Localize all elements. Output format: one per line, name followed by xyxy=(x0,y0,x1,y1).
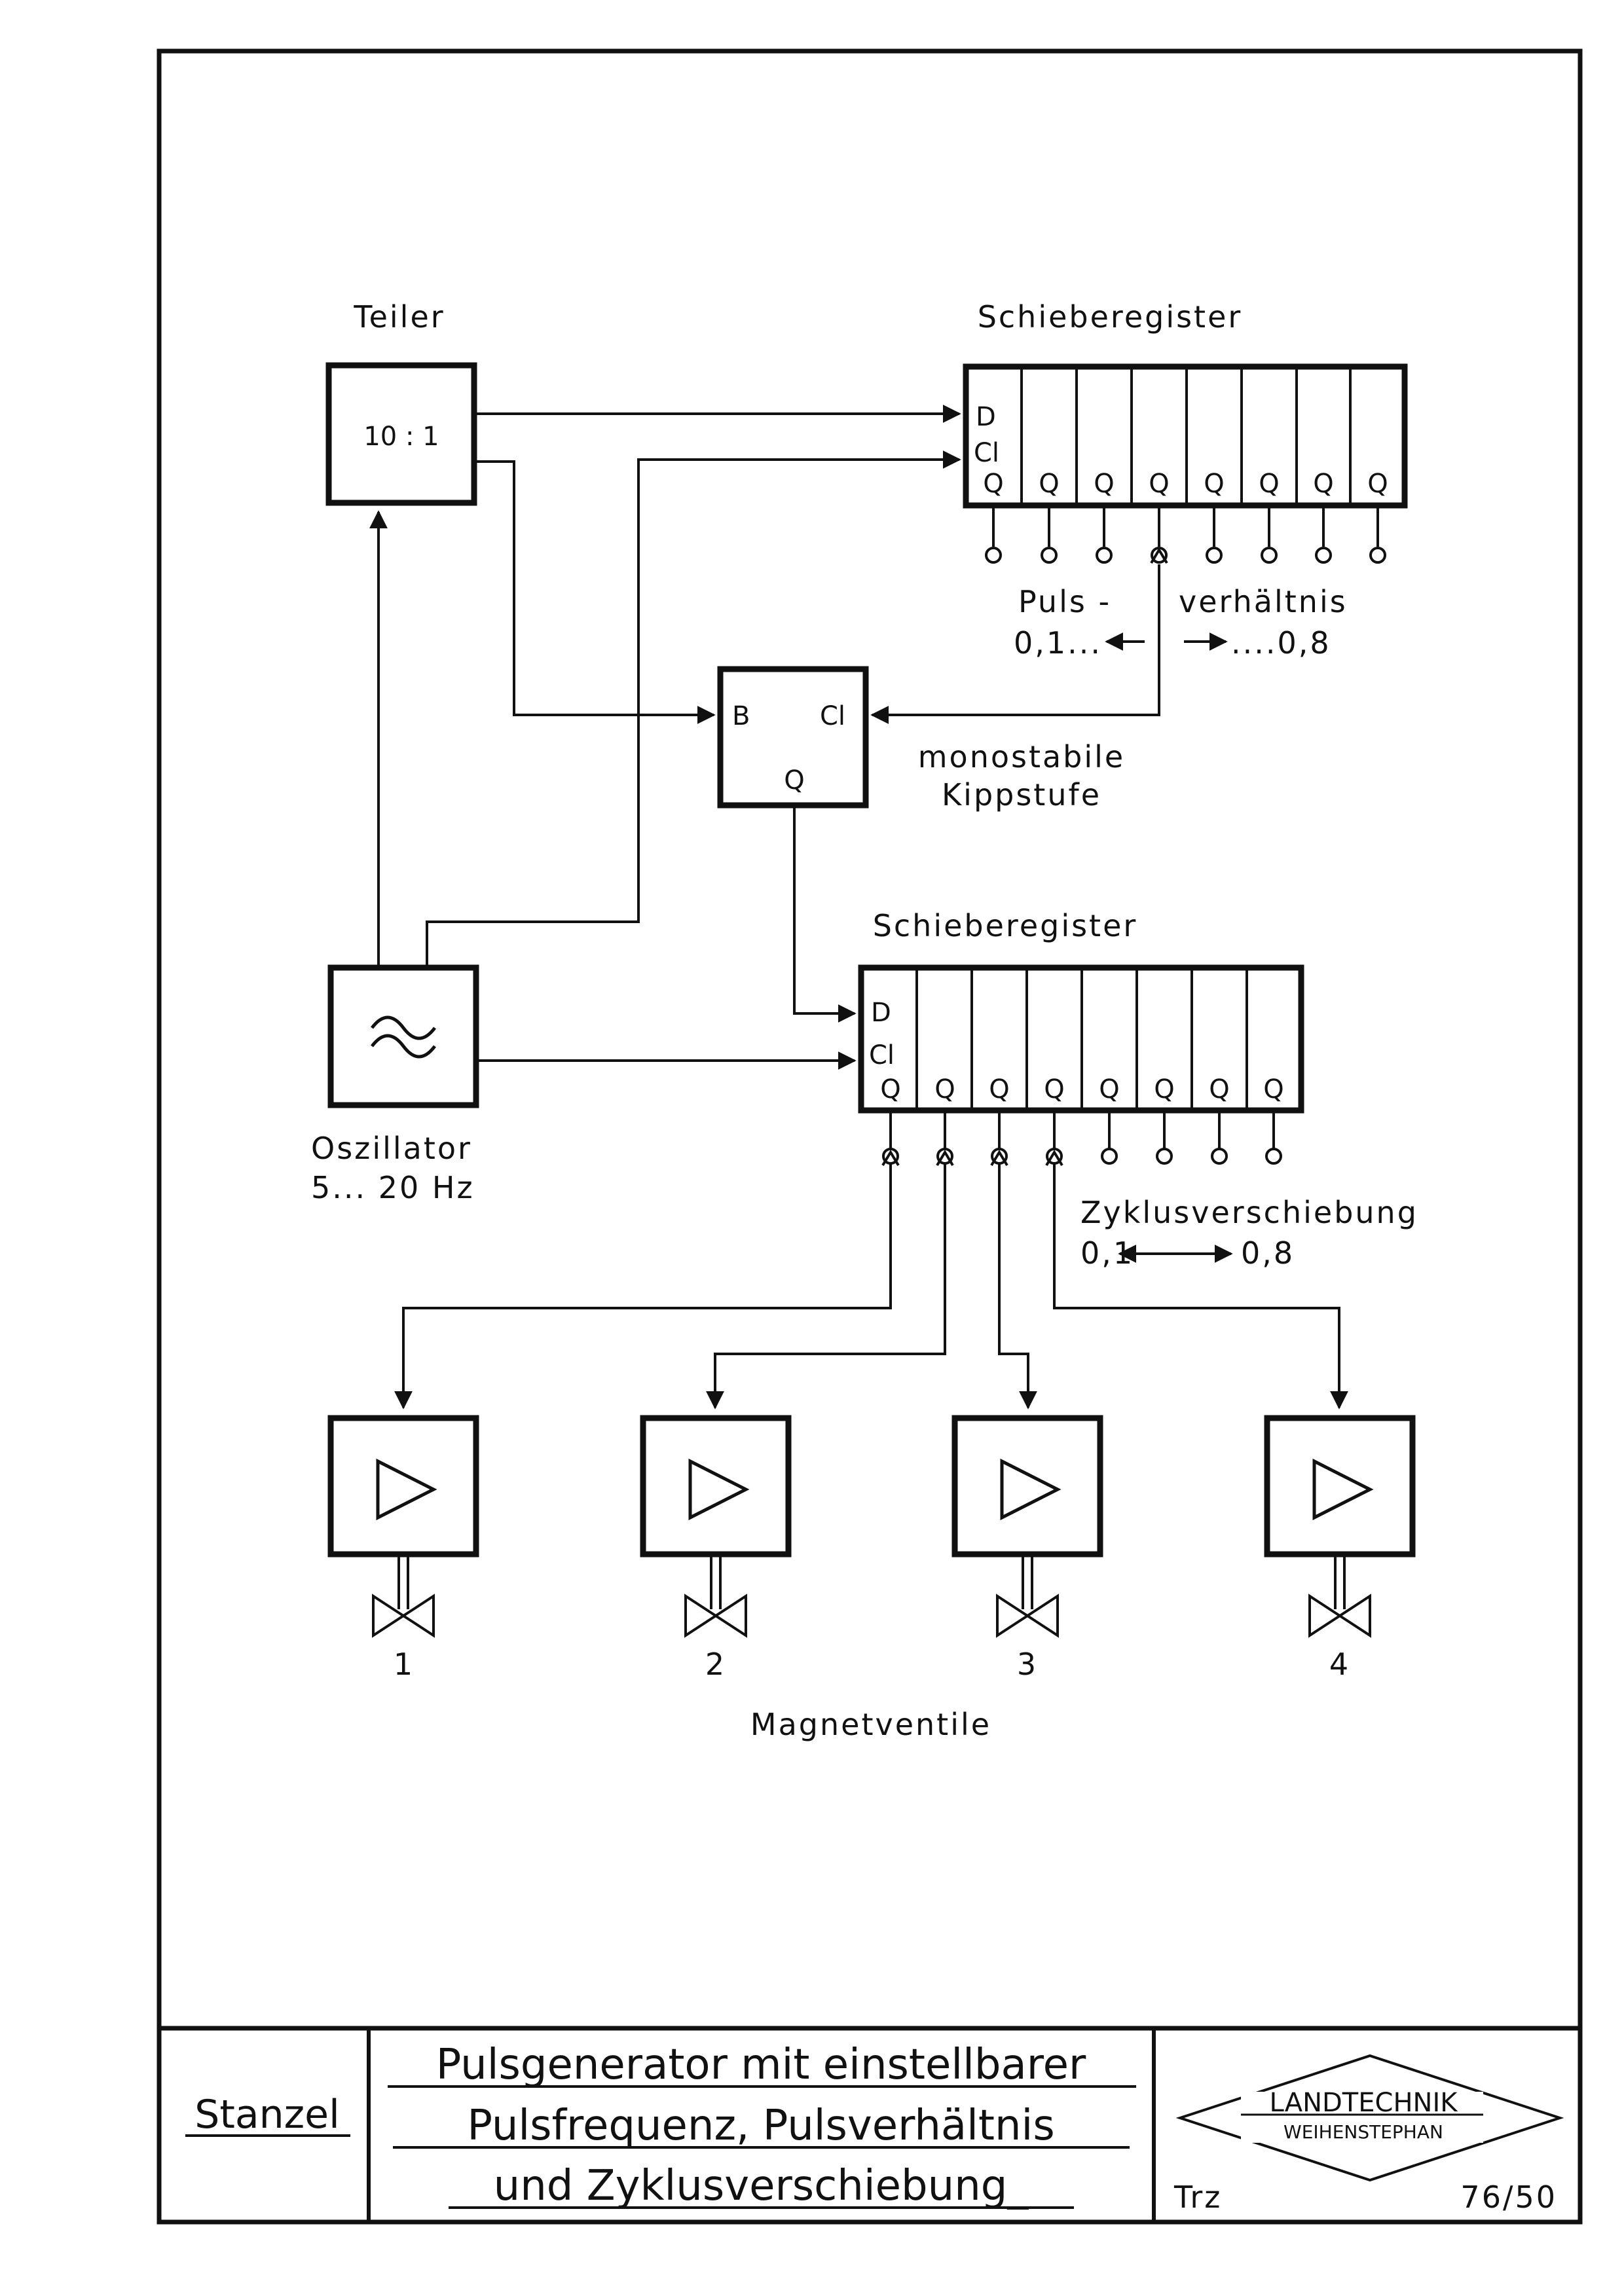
cycle-shift-max: 0,8 xyxy=(1241,1235,1295,1271)
sr1-pin-q: Q xyxy=(1039,469,1059,499)
sr2-output-terminals xyxy=(882,1110,1282,1165)
shift-register-2-title: Schieberegister xyxy=(873,908,1138,943)
monoflop-label-2: Kippstufe xyxy=(942,777,1101,812)
divider-block: 10 : 1 xyxy=(325,362,477,506)
sr2-pin-d: D xyxy=(871,998,891,1028)
wire-sr2-to-valve-4 xyxy=(1053,1164,1348,1410)
oscillator-range: 5... 20 Hz xyxy=(311,1170,475,1205)
amplifier-triangle-icon xyxy=(1312,1458,1374,1521)
pulse-ratio-label-2: verhältnis xyxy=(1179,584,1348,619)
sr2-pin-q: Q xyxy=(1154,1074,1174,1104)
solenoid-valve-icon xyxy=(1308,1554,1371,1638)
shift-register-2: D Cl Q Q Q Q Q Q Q Q xyxy=(858,964,1304,1114)
valve-number-3: 3 xyxy=(1017,1647,1038,1682)
wire-sr2-to-valve-3 xyxy=(998,1164,1037,1410)
valve-driver-3 xyxy=(951,1415,1103,1558)
valve-number-2: 2 xyxy=(705,1647,726,1682)
valve-driver-1 xyxy=(327,1415,479,1558)
wire-sr2-to-valve-1 xyxy=(394,1164,892,1410)
logo-line-1: LANDTECHNIK xyxy=(1270,2088,1459,2118)
selector-wipers xyxy=(881,547,1168,1167)
sr2-pin-q: Q xyxy=(989,1074,1009,1104)
valve-number-1: 1 xyxy=(394,1647,415,1682)
amplifier-triangle-icon xyxy=(688,1458,750,1521)
pulse-ratio-max: ....0,8 xyxy=(1231,625,1331,661)
divider-ratio: 10 : 1 xyxy=(363,422,439,452)
divider-title: Teiler xyxy=(353,299,445,335)
drawing-title-line-1: Pulsgenerator mit einstellbarer xyxy=(436,2041,1086,2089)
wire-monoflop-to-sr2-d xyxy=(793,805,857,1023)
monoflop-block: B Cl Q xyxy=(717,666,869,809)
oscillator-block xyxy=(327,964,479,1108)
valve-number-4: 4 xyxy=(1329,1647,1350,1682)
sr1-pin-q: Q xyxy=(1094,469,1114,499)
sr1-pin-d: D xyxy=(976,402,996,432)
monoflop-pin-b: B xyxy=(732,701,750,731)
title-block: Stanzel Pulsgenerator mit einstellbarer … xyxy=(159,2026,1580,2222)
sr2-pin-q: Q xyxy=(934,1074,955,1104)
sine-wave-icon xyxy=(371,1015,436,1059)
sr2-pin-q: Q xyxy=(1044,1074,1064,1104)
valve-driver-4 xyxy=(1264,1415,1416,1558)
pulse-ratio-min: 0,1... xyxy=(1014,625,1102,661)
author-name: Stanzel xyxy=(194,2092,339,2138)
logo-line-2: WEIHENSTEPHAN xyxy=(1283,2121,1443,2143)
landtechnik-logo: LANDTECHNIK WEIHENSTEPHAN xyxy=(1175,2054,1564,2182)
valves-label: Magnetventile xyxy=(750,1707,991,1742)
sr1-pin-q: Q xyxy=(1149,469,1169,499)
oscillator-label: Oszillator xyxy=(311,1131,472,1166)
sr2-pin-q: Q xyxy=(1263,1074,1283,1104)
monoflop-pin-q: Q xyxy=(784,765,804,795)
solenoid-valve-icon xyxy=(372,1554,435,1638)
drawing-title-line-3: und Zyklusverschiebung_ xyxy=(494,2162,1029,2210)
amplifier-triangle-icon xyxy=(376,1458,437,1521)
pulse-ratio-label-1: Puls - xyxy=(1018,584,1111,619)
shift-register-1-title: Schieberegister xyxy=(978,299,1243,335)
drawn-by: Trz xyxy=(1173,2179,1222,2215)
sr1-pin-q: Q xyxy=(1313,469,1333,499)
drawing-title-line-2: Pulsfrequenz, Pulsverhältnis xyxy=(467,2102,1054,2150)
monoflop-label-1: monostabile xyxy=(918,739,1126,774)
sr2-pin-cl: Cl xyxy=(869,1040,895,1070)
sr1-pin-q: Q xyxy=(1204,469,1224,499)
wire-sr1-tap-to-monoflop-cl xyxy=(870,564,1160,724)
sr1-pin-q: Q xyxy=(983,469,1003,499)
monoflop-pin-cl: Cl xyxy=(820,701,845,731)
sr2-pin-q: Q xyxy=(1209,1074,1229,1104)
signal-wires xyxy=(369,405,1348,1410)
cycle-shift-label: Zyklusverschiebung xyxy=(1080,1195,1418,1230)
wire-divider-to-monoflop-b xyxy=(474,460,716,724)
sr2-pin-q: Q xyxy=(880,1074,900,1104)
valve-driver-2 xyxy=(640,1415,792,1558)
sr1-pin-q: Q xyxy=(1367,469,1388,499)
sr1-output-terminals xyxy=(985,505,1386,564)
wire-osc-to-sr1-cl xyxy=(426,450,961,968)
sr1-pin-q: Q xyxy=(1259,469,1279,499)
drawing-number: 76/50 xyxy=(1460,2179,1557,2215)
amplifier-triangle-icon xyxy=(1000,1458,1061,1521)
shift-register-1: D Cl Q Q Q Q Q Q Q Q xyxy=(963,363,1408,509)
sr1-pin-cl: Cl xyxy=(974,438,999,468)
sheet-frame xyxy=(157,48,1583,2225)
solenoid-valve-icon xyxy=(996,1554,1059,1638)
sr2-pin-q: Q xyxy=(1099,1074,1119,1104)
wire-sr2-to-valve-2 xyxy=(706,1164,946,1410)
solenoid-valve-icon xyxy=(684,1554,747,1638)
